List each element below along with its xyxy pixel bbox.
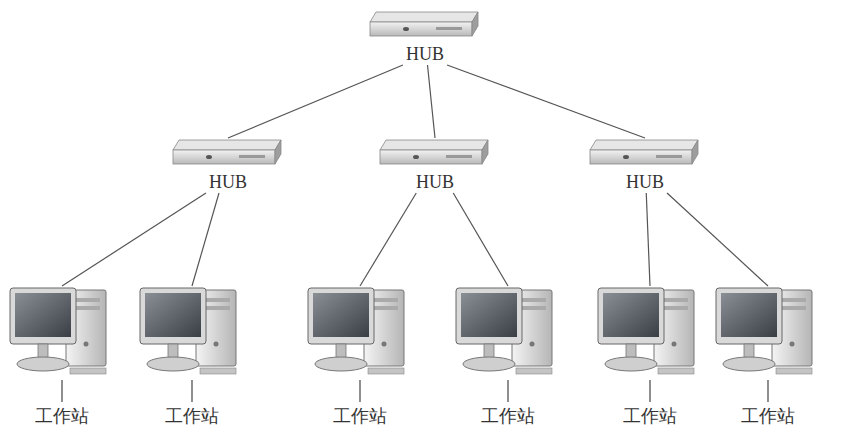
stub-line — [60, 380, 64, 406]
hub-icon — [376, 136, 494, 170]
hub-icon — [366, 8, 484, 42]
workstation-node: 工作站 — [592, 284, 708, 426]
network-cable — [192, 193, 219, 286]
stub-line — [190, 380, 194, 406]
network-cable — [62, 193, 206, 286]
hub-label: HUB — [404, 44, 446, 64]
stub-line — [358, 380, 362, 406]
hub-label: HUB — [414, 172, 456, 192]
stub-line — [766, 380, 770, 406]
network-cable — [453, 193, 508, 286]
hub-node: HUB — [165, 136, 291, 192]
hub-icon — [586, 136, 704, 170]
hub-node: HUB — [362, 8, 488, 64]
network-cable — [428, 65, 436, 138]
network-cable — [228, 65, 403, 138]
workstation-node: 工作站 — [4, 284, 120, 426]
computer-icon — [306, 284, 414, 380]
workstation-label: 工作站 — [33, 406, 91, 426]
workstation-node: 工作站 — [710, 284, 826, 426]
workstation-label: 工作站 — [163, 406, 221, 426]
computer-icon — [454, 284, 562, 380]
network-cable — [646, 193, 650, 286]
workstation-label: 工作站 — [331, 406, 389, 426]
workstation-label: 工作站 — [739, 406, 797, 426]
computer-icon — [138, 284, 246, 380]
hub-label: HUB — [624, 172, 666, 192]
workstation-node: 工作站 — [302, 284, 418, 426]
network-cable — [667, 193, 768, 286]
hub-node: HUB — [372, 136, 498, 192]
hub-label: HUB — [207, 172, 249, 192]
workstation-label: 工作站 — [479, 406, 537, 426]
hub-node: HUB — [582, 136, 708, 192]
computer-icon — [596, 284, 704, 380]
computer-icon — [8, 284, 116, 380]
computer-icon — [714, 284, 822, 380]
hub-icon — [169, 136, 287, 170]
workstation-node: 工作站 — [450, 284, 566, 426]
stub-line — [506, 380, 510, 406]
workstation-label: 工作站 — [621, 406, 679, 426]
network-cable — [447, 65, 645, 138]
network-cable — [360, 193, 416, 286]
workstation-node: 工作站 — [134, 284, 250, 426]
stub-line — [648, 380, 652, 406]
